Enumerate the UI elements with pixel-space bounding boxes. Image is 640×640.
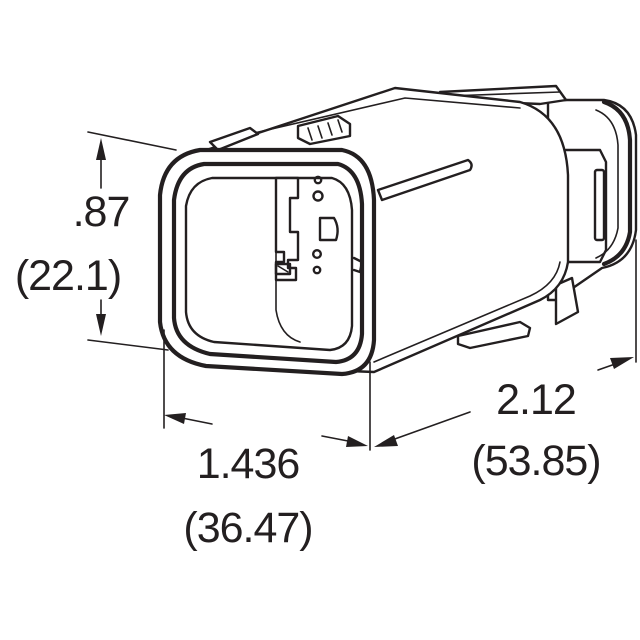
rear-slot xyxy=(593,168,606,242)
height-inch-label: .87 xyxy=(73,188,130,236)
length-arrow-left xyxy=(374,435,398,447)
contact-key xyxy=(318,216,339,242)
housing-top-seam xyxy=(249,97,521,135)
corner-keyway xyxy=(352,256,364,274)
width-arrow-right xyxy=(346,436,368,447)
side-rib xyxy=(376,158,473,202)
contact-hole xyxy=(312,190,324,202)
rear-window-frame xyxy=(564,148,608,264)
front-flange-outer xyxy=(157,147,377,377)
height-extension-top xyxy=(87,131,177,151)
width-dimension-line-right xyxy=(321,435,349,442)
length-mm-label: (53.85) xyxy=(471,437,600,485)
connector-housing xyxy=(157,84,638,377)
height-arrow-up xyxy=(96,138,106,160)
width-dimension-line-left xyxy=(181,417,213,425)
contact-hole xyxy=(313,175,323,185)
length-inch-label: 2.12 xyxy=(496,376,576,424)
length-arrow-right xyxy=(610,357,634,369)
front-flange-inner xyxy=(171,161,365,365)
width-mm-label: (36.47) xyxy=(183,504,312,552)
width-arrow-left xyxy=(164,413,186,424)
terminal-tower xyxy=(274,176,300,282)
front-cavity xyxy=(184,176,354,352)
length-dimension: 2.12 (53.85) xyxy=(374,239,637,485)
front-mating-face xyxy=(157,147,377,377)
width-inch-label: 1.436 xyxy=(197,440,300,488)
width-dimension: 1.436 (36.47) xyxy=(163,329,371,552)
bottom-latch-tab xyxy=(456,320,532,350)
height-extension-bottom xyxy=(87,339,169,351)
height-dimension: .87 (22.1) xyxy=(15,131,177,351)
length-dimension-line-left xyxy=(391,411,471,441)
top-guide-rail xyxy=(208,126,260,152)
contact-hole xyxy=(312,265,322,275)
height-mm-label: (22.1) xyxy=(15,252,121,300)
height-arrow-down xyxy=(96,314,106,336)
contact-holes xyxy=(312,175,364,275)
top-latch-ramp xyxy=(296,114,352,146)
rear-latch-ridge-outer xyxy=(601,99,633,267)
housing-bottom-seam xyxy=(373,261,561,363)
contact-hole xyxy=(312,248,323,259)
cavity-back-wall xyxy=(275,179,301,343)
rear-latch-bottom xyxy=(554,276,580,326)
